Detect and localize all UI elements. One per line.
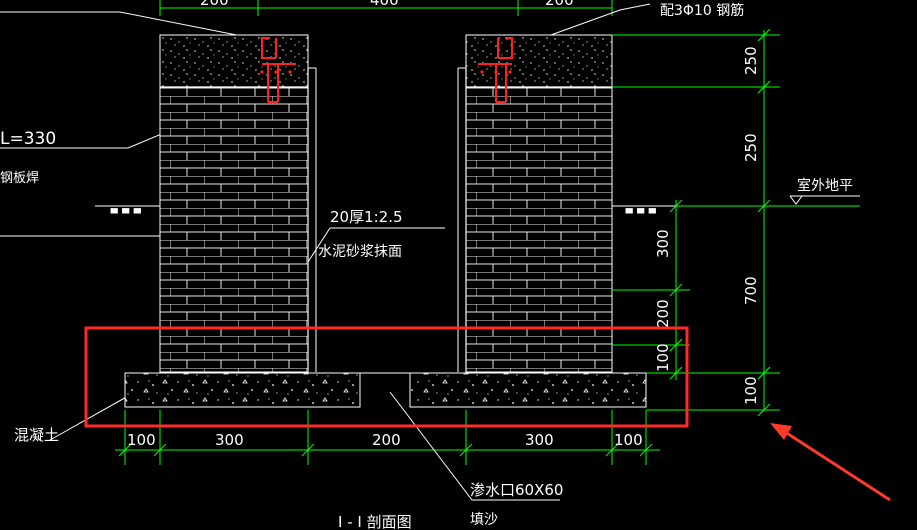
dim-right-100: 100 bbox=[742, 376, 760, 405]
foundation bbox=[124, 372, 647, 408]
dim-bottom-4: 100 bbox=[614, 431, 643, 449]
top-dimension bbox=[159, 0, 613, 16]
svg-text:≡ ≡ ≡: ≡ ≡ ≡ bbox=[110, 206, 142, 217]
dim-inner-300: 300 bbox=[654, 229, 672, 258]
dim-top-right: 200 bbox=[545, 0, 574, 9]
drain-leader bbox=[389, 391, 560, 501]
left-steel-angle bbox=[261, 37, 296, 103]
right-wall bbox=[465, 34, 613, 373]
plaster-leader bbox=[307, 227, 445, 263]
outdoor-level-label: 室外地平 bbox=[797, 177, 853, 194]
channel bbox=[308, 67, 466, 372]
plaster-spec: 20厚1:2.5 bbox=[330, 208, 403, 226]
weld-note: 钢板焊 bbox=[0, 170, 39, 186]
outdoor-level-mark bbox=[789, 195, 860, 205]
bottom-dimension bbox=[115, 410, 660, 465]
highlight-box bbox=[84, 326, 689, 428]
right-dim-outer bbox=[612, 28, 860, 417]
dim-top-left: 200 bbox=[200, 0, 229, 9]
dim-inner-200: 200 bbox=[654, 299, 672, 328]
dim-inner-100: 100 bbox=[654, 343, 672, 372]
dim-bottom-1: 300 bbox=[215, 431, 244, 449]
left-wall bbox=[159, 34, 309, 373]
annotation-arrow bbox=[770, 423, 891, 502]
plaster-material: 水泥砂浆抹面 bbox=[318, 244, 402, 260]
dim-bottom-2: 200 bbox=[372, 431, 401, 449]
svg-text:≡ ≡ ≡: ≡ ≡ ≡ bbox=[625, 206, 657, 217]
dim-right-250a: 250 bbox=[742, 46, 760, 75]
ground-marks: ≡ ≡ ≡ ≡ ≡ ≡ bbox=[95, 205, 676, 218]
right-steel-angle bbox=[478, 37, 513, 103]
concrete-note: 混凝土 bbox=[14, 426, 59, 444]
dim-top-mid: 400 bbox=[370, 0, 399, 9]
rebar-dots bbox=[260, 70, 512, 74]
dim-right-700: 700 bbox=[742, 276, 760, 305]
dim-bottom-3: 300 bbox=[525, 431, 554, 449]
section-title: I - I 剖面图 bbox=[338, 513, 412, 530]
rebar-note: 配3Φ10 钢筋 bbox=[660, 2, 744, 19]
drain-hole-label: 渗水口60X60 bbox=[470, 481, 563, 499]
dim-bottom-0: 100 bbox=[127, 431, 156, 449]
dim-right-250b: 250 bbox=[742, 133, 760, 162]
fill-sand-label: 填沙 bbox=[470, 512, 498, 528]
right-dim-inner bbox=[612, 199, 690, 380]
length-note: L=330 bbox=[0, 129, 56, 149]
